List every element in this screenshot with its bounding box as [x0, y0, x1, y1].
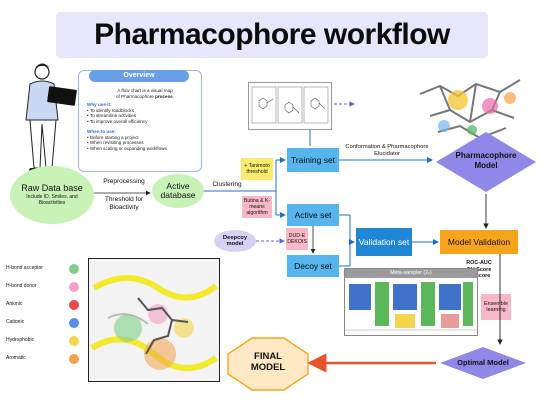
raw-database-node: Raw Data base Include ID, Smiles, and Bi… [10, 166, 94, 224]
molecule-structures-icon [251, 86, 329, 124]
threshold-label: Threshold for Bioactivity [104, 196, 144, 211]
decoy-set-box: Decoy set [287, 255, 339, 277]
validation-set-label: Validation set [358, 237, 410, 247]
overview-when-item: • When revisiting processes [87, 140, 144, 146]
aromatic-icon [69, 354, 79, 364]
final-model-line1: FINAL [254, 351, 282, 362]
feature-legend: H-bond acceptor H-bond donor Anionic Cat… [6, 260, 86, 368]
butina-note: Butina & K-means algorithm [242, 196, 272, 218]
hbond-donor-icon [69, 282, 79, 292]
raw-database-label: Raw Data base [21, 183, 83, 194]
training-set-box: Training set [287, 148, 339, 172]
overview-intro-period: . [172, 93, 174, 99]
why-item-text: To improve overall efficiency [89, 118, 148, 124]
tablet-icon [47, 86, 77, 106]
overview-why-item: • To improve overall efficiency [87, 118, 148, 124]
why-item-text: To streamline activities [89, 113, 137, 119]
legend-anionic: Anionic [6, 301, 23, 307]
anionic-icon [69, 300, 79, 310]
validation-set-box: Validation set [356, 228, 412, 256]
pharmacophore-3d-illustration [419, 79, 521, 140]
optimal-model-label: Optimal Model [457, 358, 509, 367]
ensemble-learning-note: Ensemble learning [481, 294, 511, 320]
final-model-shape [227, 337, 309, 391]
legend-hydrophobic: Hydrophobic [6, 337, 35, 343]
title-banner: Pharmacophore workflow [56, 12, 488, 58]
overview-why-item: • To streamline activities [87, 113, 137, 119]
legend-hbond-donor: H-bond donor [6, 283, 37, 289]
when-item-text: Before starting a project [89, 134, 139, 140]
hbond-acceptor-icon [69, 264, 79, 274]
final-model-label: FINAL MODEL [226, 351, 310, 373]
binding-pocket-illustration [88, 258, 220, 382]
overview-when-heading: When to use: [87, 129, 116, 134]
clustering-label: Clustering [212, 181, 242, 188]
optimal-model-diamond [440, 347, 526, 379]
training-set-label: Training set [290, 155, 336, 165]
meta-sampler-panel: Meta-sampler (2ₙ) [344, 268, 478, 336]
pharmacophore-model-diamond [436, 132, 536, 192]
overview-heading: Overview [89, 70, 189, 82]
overview-why: Why use it: • To identify roadblocks • T… [87, 102, 197, 124]
meta-sampler-diagram [345, 282, 477, 331]
preprocessing-label: Preprocessing [103, 178, 145, 185]
decoy-set-label: Decoy set [294, 261, 332, 271]
final-model-line2: MODEL [250, 362, 286, 373]
model-validation-box: Model Validation [440, 230, 518, 254]
meta-sampler-heading: Meta-sampler (2ₙ) [345, 269, 477, 278]
overview-when-item: • Before starting a project [87, 134, 139, 140]
legend-aromatic: Aromatic [6, 355, 26, 361]
page-title: Pharmacophore workflow [94, 18, 450, 51]
active-set-box: Active set [287, 204, 339, 226]
model-validation-label: Model Validation [447, 237, 511, 247]
overview-why-heading: Why use it: [87, 102, 112, 107]
overview-why-item: • To identify roadblocks [87, 107, 134, 113]
person-hair [35, 63, 50, 68]
metric-f1: F1-score [467, 273, 491, 280]
when-item-text: When revisiting processes [89, 140, 144, 146]
overview-intro: A flow chart is a visual map of Pharmaco… [93, 88, 197, 99]
pharmacophore-model-label: Pharmacophore Model [446, 151, 526, 170]
dude-note: DUD-E DEKOIS [286, 228, 308, 250]
hydrophobic-icon [69, 336, 79, 346]
tanimoto-text: + Tanimoto threshold [244, 163, 270, 175]
cationic-icon [69, 318, 79, 328]
active-set-label: Active set [294, 210, 332, 220]
butina-text: Butina & K-means algorithm [243, 198, 271, 216]
overview-intro-text: of Pharmacophore [116, 93, 156, 99]
overview-panel: Overview A flow chart is a visual map of… [78, 70, 202, 172]
metrics-list: ROC-AUC GH Score F1-score [454, 260, 504, 280]
conformation-label: Conformation & Pharmacophore Elucidator [345, 144, 429, 157]
overview-intro-line2: of Pharmacophore process. [93, 94, 197, 100]
tanimoto-note: + Tanimoto threshold [241, 158, 273, 180]
ensemble-text: Ensemble learning [484, 300, 508, 313]
pharmacophore-model-line1: Pharmacophore [455, 151, 517, 160]
dude-text: DUD-E DEKOIS [287, 233, 307, 245]
active-database-label-1: Active [166, 180, 190, 191]
overview-when-item: • When scaling or expanding workflows [87, 145, 167, 151]
legend-hbond-acceptor: H-bond acceptor [6, 265, 43, 271]
active-database-node: Active database [152, 174, 204, 208]
pharmacophore-model-line2: Model [474, 160, 498, 170]
active-database-label-2: database [160, 190, 196, 200]
person-head [34, 64, 50, 80]
deepcoy-label: Deepcoy model [222, 234, 248, 248]
molecule-structures-box [248, 82, 332, 130]
overview-intro-bold: process [155, 93, 173, 99]
person-legs [29, 119, 57, 169]
overview-intro-line1: A flow chart is a visual map [117, 88, 173, 93]
metric-gh: GH Score [466, 266, 492, 273]
legend-glyphs [69, 264, 79, 364]
legend-cationic: Cationic [6, 319, 25, 325]
overview-when: When to use: • Before starting a project… [87, 129, 197, 151]
deepcoy-model-node: Deepcoy model [214, 230, 256, 252]
person-with-tablet-illustration [25, 63, 77, 172]
metric-roc: ROC-AUC [466, 260, 492, 266]
why-item-text: To identify roadblocks [89, 107, 134, 113]
when-item-text: When scaling or expanding workflows [89, 145, 167, 151]
raw-database-sublabel: Include ID, Smiles, and Bioactivities [26, 194, 78, 206]
